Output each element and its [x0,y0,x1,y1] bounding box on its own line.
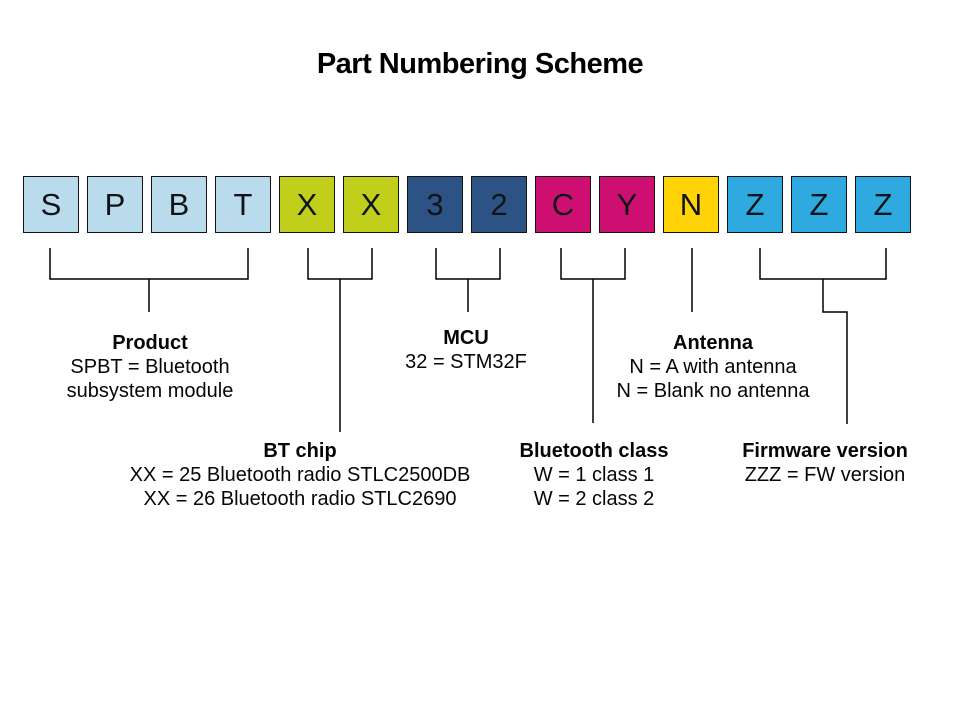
part-box-x1: X [279,176,335,233]
label-antenna-heading: Antenna [673,332,753,354]
page-title: Part Numbering Scheme [316,48,644,80]
label-antenna-line1: N = A with antenna [629,356,797,378]
label-bt-chip-heading: BT chip [263,440,337,462]
label-mcu-heading: MCU [443,327,489,349]
part-box-t: T [215,176,271,233]
label-product-line1: SPBT = Bluetooth [70,356,230,378]
part-box-c: C [535,176,591,233]
part-box-z3: Z [855,176,911,233]
label-bluetooth-class: Bluetooth class W = 1 class 1 W = 2 clas… [479,439,709,511]
part-box-n: N [663,176,719,233]
bracket-mcu [435,248,501,312]
label-firmware-version: Firmware version ZZZ = FW version [710,439,940,487]
part-box-2: 2 [471,176,527,233]
label-product-line2: subsystem module [66,380,234,402]
label-antenna-line2: N = Blank no antenna [616,380,810,402]
bracket-product [49,248,249,312]
label-firmware-version-heading: Firmware version [742,440,908,462]
part-box-z2: Z [791,176,847,233]
part-box-x2: X [343,176,399,233]
label-product-heading: Product [112,332,188,354]
label-product: Product SPBT = Bluetooth subsystem modul… [35,331,265,403]
label-bt-chip-line1: XX = 25 Bluetooth radio STLC2500DB [129,464,471,486]
part-box-3: 3 [407,176,463,233]
label-bluetooth-class-heading: Bluetooth class [519,440,669,462]
part-box-y: Y [599,176,655,233]
label-mcu: MCU 32 = STM32F [366,326,566,374]
part-box-b: B [151,176,207,233]
bracket-bluetooth-class [560,248,626,423]
bracket-bt-chip [307,248,373,432]
label-antenna: Antenna N = A with antenna N = Blank no … [588,331,838,403]
part-box-z1: Z [727,176,783,233]
part-box-s: S [23,176,79,233]
label-bluetooth-class-line2: W = 2 class 2 [533,488,655,510]
label-bluetooth-class-line1: W = 1 class 1 [533,464,655,486]
label-firmware-version-line1: ZZZ = FW version [744,464,906,486]
label-bt-chip: BT chip XX = 25 Bluetooth radio STLC2500… [105,439,495,511]
label-bt-chip-line2: XX = 26 Bluetooth radio STLC2690 [143,488,457,510]
bracket-firmware [759,248,887,424]
part-box-p: P [87,176,143,233]
label-mcu-line1: 32 = STM32F [405,351,527,373]
